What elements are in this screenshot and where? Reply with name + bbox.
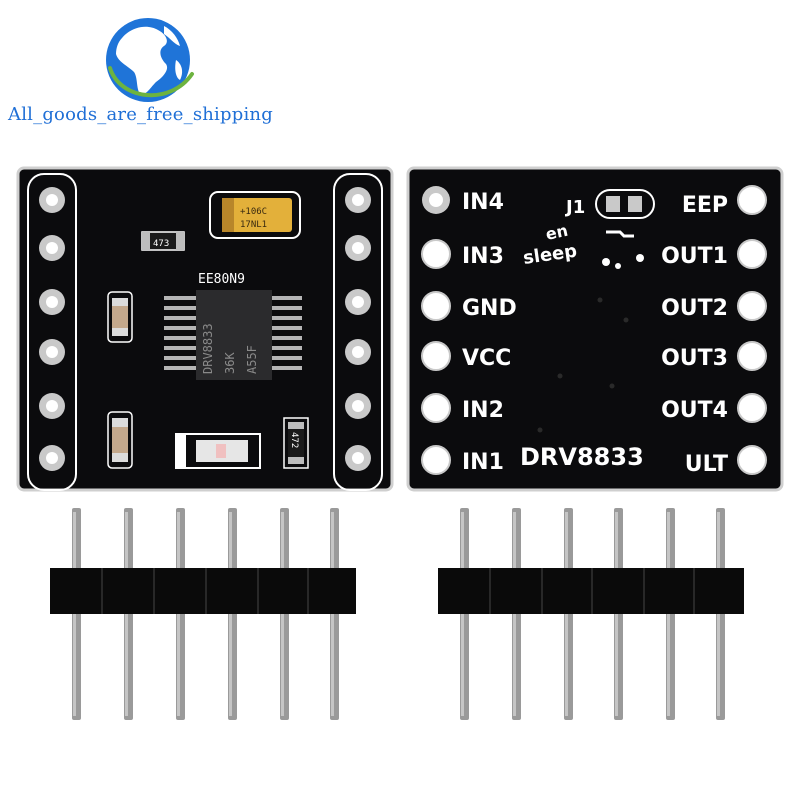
pin-label-out1: OUT1 — [661, 244, 728, 269]
silkscreen-text: 17NL1 — [240, 220, 267, 230]
pin-label-in3: IN3 — [462, 244, 504, 269]
jumper-j1: J1 en sleep — [522, 189, 655, 269]
pin-label-gnd: GND — [462, 296, 517, 321]
silkscreen-text: +106C — [240, 207, 267, 217]
silkscreen-text: J1 — [564, 197, 585, 218]
front-right-pads — [345, 187, 371, 471]
pin-header-left — [50, 508, 356, 720]
silkscreen-text: en — [544, 221, 570, 244]
ceramic-capacitor-2 — [107, 411, 133, 469]
front-board: +106C 17NL1 473 EE80N9 — [16, 166, 394, 492]
chip-top-marking: EE80N9 — [198, 272, 245, 287]
pin-label-out3: OUT3 — [661, 346, 728, 371]
pin-label-ult: ULT — [685, 452, 728, 477]
silkscreen-text: DRV8833 — [201, 323, 215, 374]
silkscreen-text: A55F — [245, 345, 259, 374]
front-left-pads — [39, 187, 65, 471]
globe-logo — [100, 8, 300, 133]
back-right-pads — [737, 185, 767, 475]
board-title: DRV8833 — [520, 443, 644, 471]
silkscreen-text: 36K — [223, 352, 237, 374]
pin-label-in1: IN1 — [462, 450, 504, 475]
tantalum-capacitor: +106C 17NL1 — [209, 191, 301, 239]
silkscreen-text: 473 — [153, 239, 169, 249]
back-board: IN4 IN3 GND VCC IN2 IN1 EEP OUT1 OUT2 OU… — [406, 166, 784, 492]
pin-label-out4: OUT4 — [661, 398, 728, 423]
pin-label-vcc: VCC — [462, 346, 511, 371]
resistor-473: 473 — [141, 231, 185, 251]
pin-header-right — [438, 508, 744, 720]
pin-label-eep: EEP — [682, 193, 728, 218]
pin-label-out2: OUT2 — [661, 296, 728, 321]
silkscreen-text: 472 — [289, 432, 299, 448]
pin-label-in4: IN4 — [462, 190, 504, 215]
back-left-pads — [421, 186, 451, 475]
vias — [537, 297, 629, 433]
pin-label-in2: IN2 — [462, 398, 504, 423]
driver-chip: DRV8833 36K A55F — [164, 290, 302, 380]
ceramic-capacitor-1 — [107, 291, 133, 343]
resistor-472: 472 — [283, 417, 309, 469]
watermark-text: All_goods_are_free_shipping — [8, 104, 273, 125]
led — [175, 433, 261, 469]
